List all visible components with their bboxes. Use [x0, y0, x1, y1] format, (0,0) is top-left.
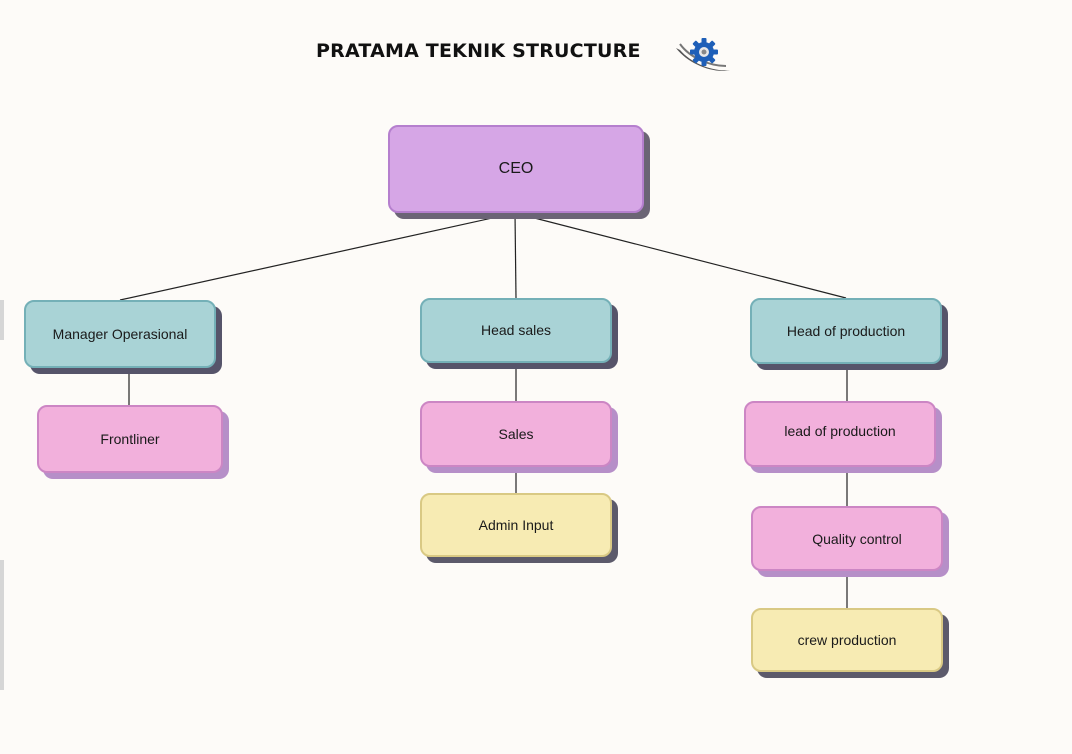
node-ceo[interactable]: CEO [388, 125, 650, 219]
connector-ceo-manager-operasional [119, 212, 516, 301]
node-admin-input-label: Admin Input [420, 493, 612, 557]
page-edge-mark [0, 300, 4, 340]
connector-ceo-head-of-production [514, 212, 847, 299]
node-manager-operasional[interactable]: Manager Operasional [24, 300, 222, 374]
node-admin-input[interactable]: Admin Input [420, 493, 618, 563]
node-lead-of-production[interactable]: lead of production [744, 401, 942, 473]
node-frontliner[interactable]: Frontliner [37, 405, 229, 479]
node-ceo-label: CEO [388, 125, 644, 213]
node-sales[interactable]: Sales [420, 401, 618, 473]
node-head-of-production-label: Head of production [750, 298, 942, 364]
node-lead-of-production-label: lead of production [744, 401, 936, 467]
node-crew-production-label: crew production [751, 608, 943, 672]
node-head-sales[interactable]: Head sales [420, 298, 618, 369]
node-head-of-production[interactable]: Head of production [750, 298, 948, 370]
node-quality-control-label: Quality control [751, 506, 943, 571]
node-sales-label: Sales [420, 401, 612, 467]
node-manager-operasional-label: Manager Operasional [24, 300, 216, 368]
chart-title: PRATAMA TEKNIK STRUCTURE [316, 40, 641, 62]
page-edge-mark [0, 560, 4, 690]
connector-ceo-head-sales [514, 212, 517, 299]
gear-with-arc-icon [676, 38, 730, 71]
node-head-sales-label: Head sales [420, 298, 612, 363]
node-quality-control[interactable]: Quality control [751, 506, 949, 577]
node-frontliner-label: Frontliner [37, 405, 223, 473]
node-crew-production[interactable]: crew production [751, 608, 949, 678]
